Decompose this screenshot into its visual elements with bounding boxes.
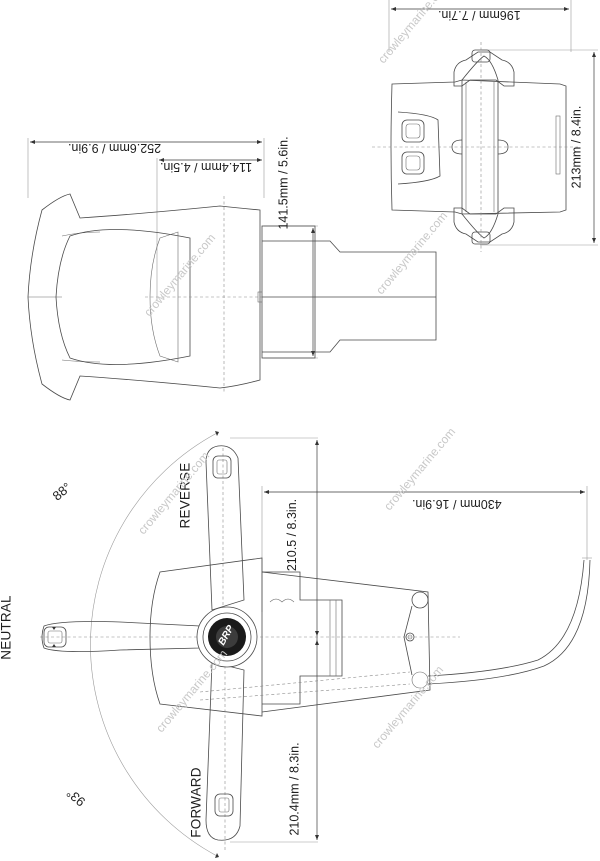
top-view [372, 0, 598, 252]
front-view [40, 431, 592, 858]
dimension-overall-length: 430mm / 16.9in. [412, 497, 502, 511]
side-view [27, 138, 437, 401]
position-label-neutral: NEUTRAL [0, 595, 14, 660]
dimension-reverse-travel: 210.5 / 8.3in. [285, 498, 300, 572]
dimension-handle-depth: 114.4mm / 4.5in. [160, 160, 253, 174]
dimension-width-196mm: 196mm / 7.7in. [438, 8, 521, 22]
dimension-overall-depth: 252.6mm / 9.9in. [68, 141, 162, 155]
dimension-height-213mm: 213mm / 8.4in. [569, 105, 584, 189]
dimension-forward-travel: 210.4mm / 8.3in. [287, 742, 302, 836]
position-label-forward: FORWARD [188, 767, 204, 838]
dimension-base-height: 141.5mm / 5.6in. [276, 136, 291, 230]
